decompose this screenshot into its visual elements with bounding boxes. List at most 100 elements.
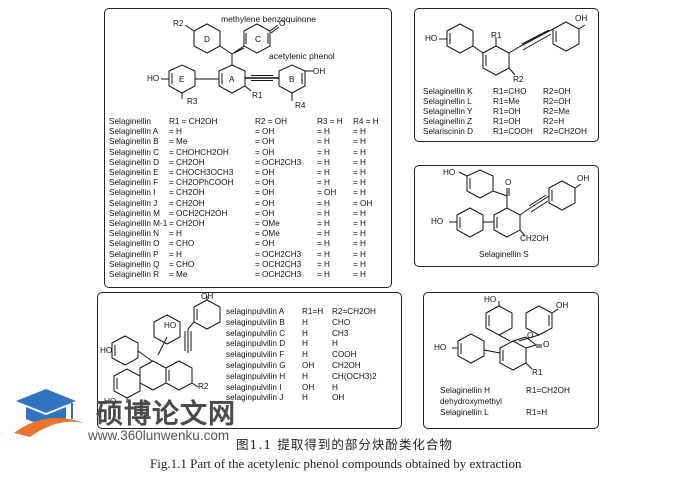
table-cell: Selariscinin D	[423, 127, 474, 136]
table-cell: = OH	[255, 208, 275, 218]
table-cell: Selaginellin Q	[109, 259, 160, 269]
table-cell: R1=Me	[493, 97, 520, 106]
table-cell: Selaginellin J	[109, 198, 158, 208]
table-cell: selaginpulvilin H	[226, 371, 286, 381]
compound-name: Selaginellin S	[479, 250, 529, 259]
table-header-cell: R1=H	[302, 307, 324, 316]
table-cell: selaginpulvilin I	[226, 382, 282, 392]
ring-label-a: A	[229, 75, 235, 84]
watermark-url: www.360lunwenku.com	[88, 428, 230, 443]
table-cell: H	[302, 328, 308, 338]
atom-o: O	[505, 178, 512, 187]
table-cell: = OH	[255, 127, 275, 137]
table-cell: = OH	[255, 239, 275, 249]
table-cell: OH	[302, 361, 315, 370]
atom-ho-a: HO	[484, 295, 497, 304]
table-cell: = OH	[255, 188, 275, 198]
table-cell: = OMe	[255, 219, 280, 228]
table-cell: H	[332, 339, 338, 349]
table-cell: Selaginellin M	[109, 208, 160, 218]
table-cell: = CH2OPhCOOH	[169, 178, 234, 188]
table-cell: R2=OH	[543, 97, 571, 106]
atom-ch2oh: CH2OH	[520, 234, 549, 243]
selaginellin-structure	[161, 23, 313, 101]
table-cell: = CH2OH	[169, 219, 205, 228]
table-cell: = CHOCH3OCH3	[169, 168, 234, 177]
table-cell: CH2OH	[332, 361, 361, 370]
dehydroxymethyl-label: dehydroxymethyl	[440, 397, 502, 406]
atom-r3: R3	[187, 97, 198, 106]
table-cell: = Me	[169, 137, 188, 147]
atom-ho-bottom: HO	[104, 397, 117, 406]
atom-ho: HO	[425, 34, 438, 43]
table-cell: = OH	[317, 188, 337, 198]
atom-r1: R1	[532, 368, 543, 377]
table-header-r2: R2 = OH	[255, 117, 288, 126]
annotation-methylene-benzoquinone: methylene benzoquinone	[221, 14, 316, 24]
atom-oh: OH	[313, 67, 326, 76]
table-cell: = H	[317, 168, 330, 177]
table-cell: Selaginellin Y	[423, 107, 473, 116]
table-cell: H	[302, 317, 308, 327]
atom-r1: R1	[491, 31, 502, 40]
table-cell: H	[332, 382, 338, 392]
selaginellin-s-structure	[449, 169, 582, 238]
figure-caption-english: Fig.1.1 Part of the acetylenic phenol co…	[150, 456, 522, 471]
table-cell: Selaginellin N	[109, 229, 160, 239]
table-cell: CH3	[332, 328, 349, 338]
table-cell: = H	[317, 147, 330, 157]
table-cell: CHO	[332, 317, 351, 327]
atom-o: O	[279, 19, 286, 28]
selaginellin-s-panel: HO O OH HO CH2OH Selaginellin S	[414, 165, 599, 267]
table-cell: = H	[353, 168, 366, 177]
atom-o-ring: O	[527, 331, 534, 340]
table-cell: H	[302, 339, 308, 349]
ring-label-d: D	[204, 35, 210, 44]
selaginellin-k-structure	[439, 21, 586, 76]
atom-r1: R1	[252, 91, 263, 100]
table-cell: selaginpulvilin J	[226, 393, 284, 403]
table-header-r3: R3 = H	[317, 117, 343, 126]
annotation-acetylenic-phenol: acetylenic phenol	[269, 51, 335, 61]
atom-oh-top: OH	[201, 292, 214, 301]
table-cell: H	[302, 350, 308, 360]
table-cell: = H	[353, 239, 366, 249]
watermark-chinese-text: 硕博论文网	[96, 399, 236, 430]
table-cell: H	[302, 393, 308, 403]
table-cell: R2=CH2OH	[543, 127, 587, 136]
table-cell: Selaginellin A	[109, 127, 159, 137]
table-cell: Selaginellin K	[423, 87, 473, 96]
selaginellin-table: Selaginellin R1 = CH2OH R2 = OH R3 = H R4 = …	[109, 117, 389, 287]
table-cell: = CH2OH	[169, 157, 205, 167]
table-cell: Selaginellin F	[109, 178, 159, 188]
table-cell: = H	[317, 259, 330, 269]
table-cell: = H	[353, 127, 366, 137]
atom-ho-top: HO	[164, 321, 177, 330]
atom-ho-top: HO	[443, 168, 456, 177]
table-cell: selaginpulvilin F	[226, 350, 285, 360]
atom-r2: R2	[173, 19, 184, 28]
atom-r4: R4	[295, 101, 306, 110]
table-cell: selaginpulvilin G	[226, 361, 286, 370]
table-cell: COOH	[332, 350, 357, 360]
table-cell: = H	[353, 188, 366, 198]
table-header-r1: R1 = CH2OH	[169, 117, 218, 126]
table-cell: Selaginellin C	[109, 147, 160, 157]
table-header-r4: R4 = H	[353, 117, 379, 126]
selaginellin-h-name: Selaginellin H	[440, 386, 491, 395]
selaginellin-h-panel: HO OH HO O O R1 Selaginellin H R1=CH2OH …	[423, 292, 599, 429]
table-cell: = H	[353, 147, 366, 157]
table-cell: = H	[317, 127, 330, 137]
table-header-cell: selaginpulvilin A	[226, 307, 285, 316]
table-cell: = OCH2CH3	[255, 270, 302, 279]
table-cell: = OCH2CH3	[255, 157, 302, 167]
table-header-name: Selaginellin	[109, 117, 151, 126]
atom-ho-left: HO	[431, 217, 444, 226]
table-cell: = OH	[353, 198, 373, 208]
figure-caption-chinese: 图1.1 提取得到的部分炔酚类化合物	[236, 437, 453, 452]
table-cell: Selaginellin O	[109, 239, 160, 249]
table-cell: = H	[353, 249, 366, 259]
